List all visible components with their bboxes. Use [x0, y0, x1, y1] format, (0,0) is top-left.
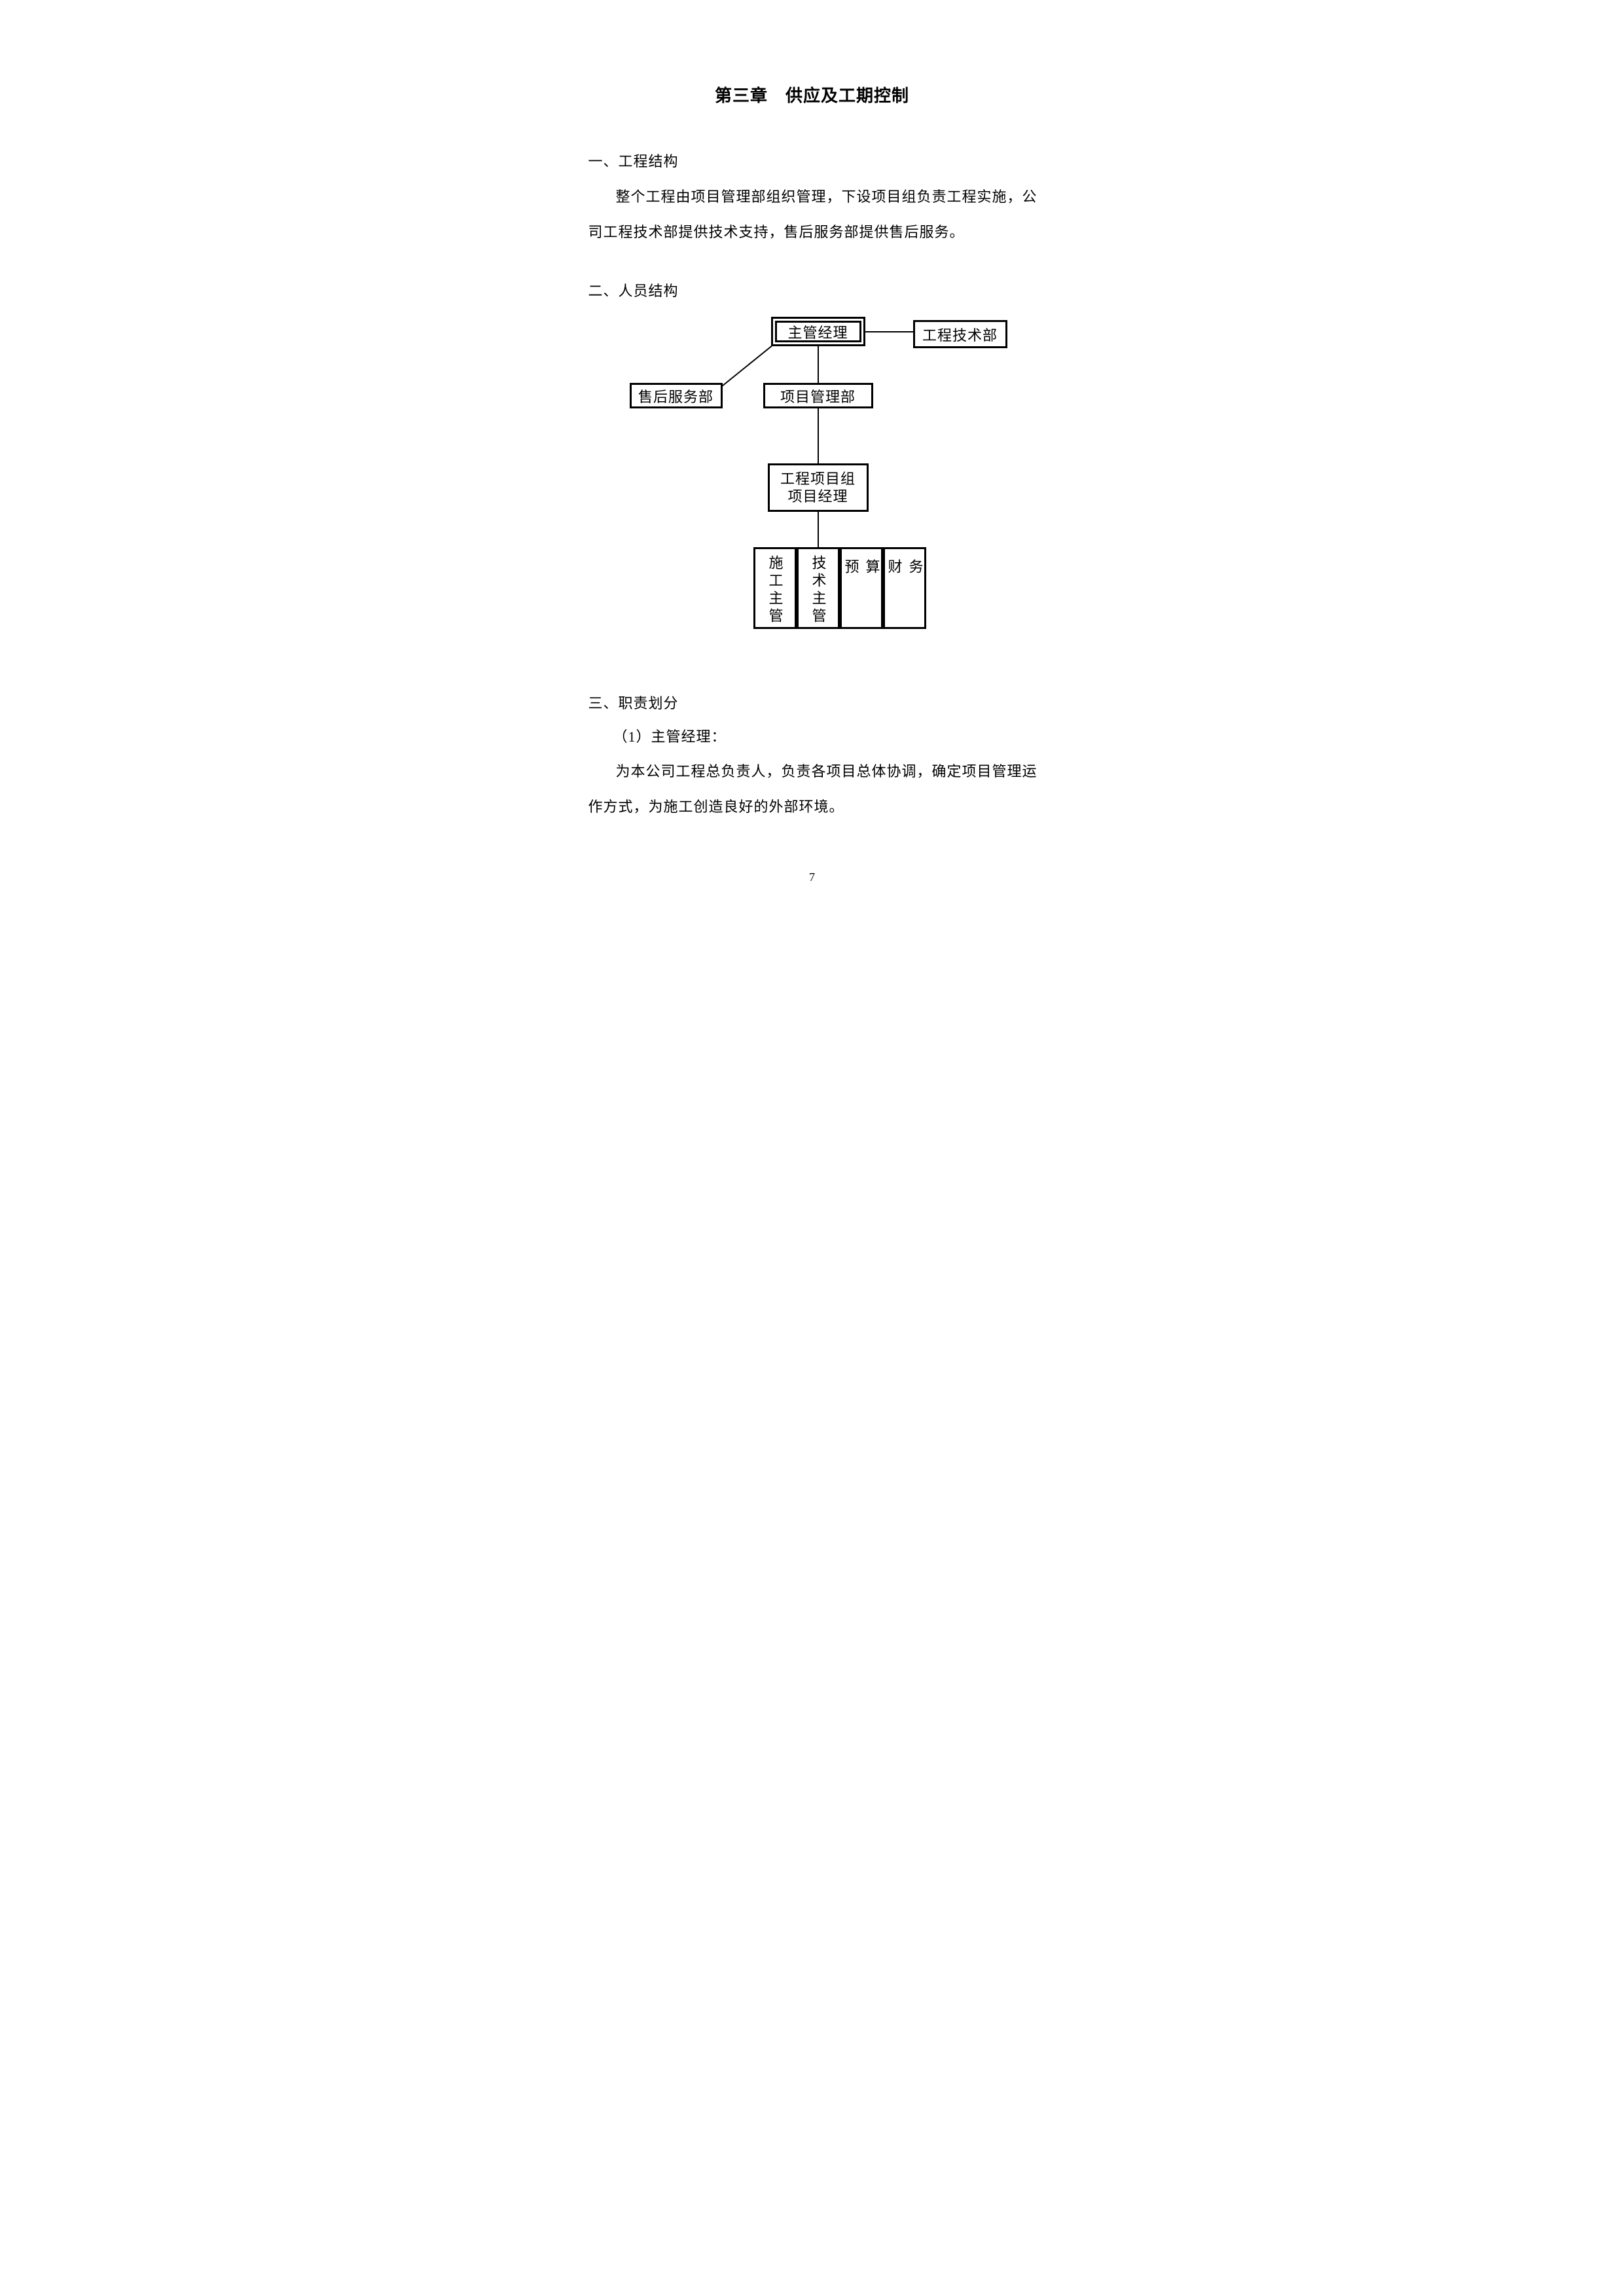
- org-node-budget-label: 预算: [842, 559, 880, 603]
- org-node-project-team-line2: 项目经理: [787, 488, 848, 505]
- section-1-paragraph-line-1: 整个工程由项目管理部组织管理，下设项目组负责工程实施，公: [615, 188, 1038, 205]
- org-node-construction-lead-label: 施工主管: [767, 555, 784, 626]
- org-node-manager: 主管经理: [770, 317, 865, 346]
- org-node-finance: 财务: [882, 547, 926, 629]
- section-1-heading: 一、工程结构: [588, 153, 679, 170]
- org-node-construction-lead: 施工主管: [753, 547, 797, 629]
- org-node-technical-lead-label: 技术主管: [810, 555, 827, 626]
- section-1-paragraph-line-2: 司工程技术部提供技术支持，售后服务部提供售后服务。: [588, 224, 965, 240]
- section-3-paragraph-line-1: 为本公司工程总负责人，负责各项目总体协调，确定项目管理运: [615, 763, 1038, 780]
- org-node-project-mgmt-dept: 项目管理部: [763, 383, 873, 408]
- org-chart-connectors: [721, 331, 913, 547]
- page-number: 7: [809, 870, 815, 884]
- org-node-project-team-line1: 工程项目组: [780, 471, 856, 487]
- org-node-after-sales-dept: 售后服务部: [629, 383, 723, 408]
- section-3-item-label: （1）主管经理：: [613, 728, 727, 745]
- org-node-tech-dept: 工程技术部: [912, 320, 1007, 348]
- org-node-project-team: 工程项目组 项目经理: [767, 463, 869, 512]
- org-node-budget: 预算: [839, 547, 883, 629]
- connector-manager-after-sales: [721, 344, 774, 387]
- document-page: 第三章 供应及工期控制 一、工程结构 整个工程由项目管理部组织管理，下设项目组负…: [487, 0, 1137, 918]
- section-3-heading: 三、职责划分: [588, 695, 679, 711]
- org-node-technical-lead: 技术主管: [796, 547, 840, 629]
- page-title: 第三章 供应及工期控制: [714, 86, 909, 105]
- org-node-finance-label: 财务: [886, 559, 924, 603]
- section-3-paragraph-line-2: 作方式，为施工创造良好的外部环境。: [588, 798, 844, 815]
- section-2-heading: 二、人员结构: [588, 283, 679, 299]
